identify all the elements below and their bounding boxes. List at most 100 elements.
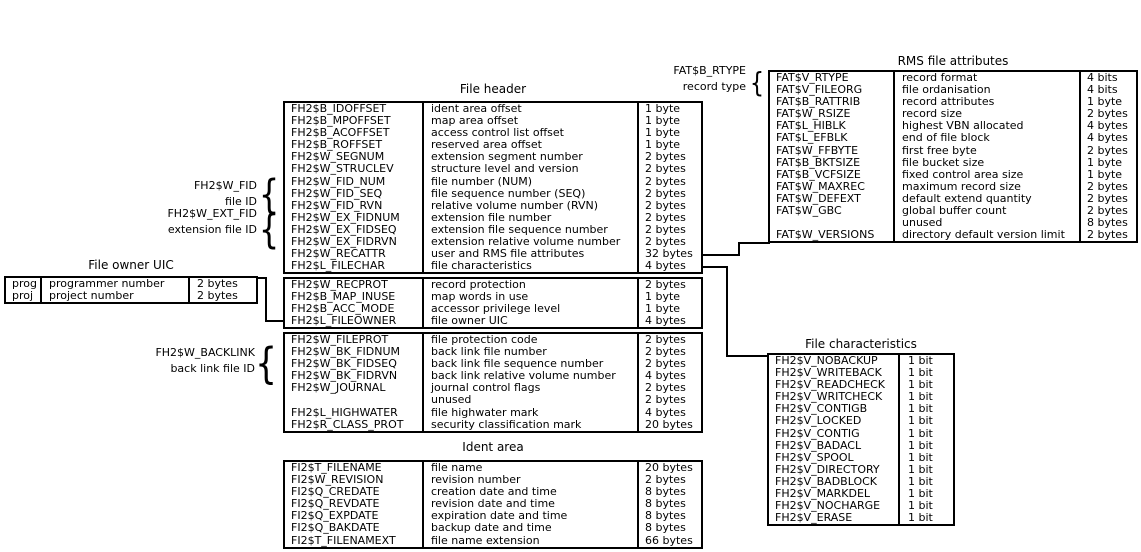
field-desc-cell: file characteristics	[424, 260, 639, 273]
field-desc-cell: unused	[895, 217, 1081, 230]
field-desc-cell: expiration date and time	[424, 510, 639, 523]
field-desc-cell: fixed control area size	[895, 168, 1081, 181]
field-name-cell: FI2$W_REVISION	[285, 474, 424, 487]
field-name-cell: FH2$B_IDOFFSET	[285, 103, 424, 116]
field-name-cell: FAT$W_RSIZE	[770, 108, 895, 121]
field-name-cell: FAT$L_HIBLK	[770, 120, 895, 133]
field-name-cell: FH2$W_FILEPROT	[285, 334, 424, 347]
field-tag-cell: prog	[6, 278, 42, 291]
field-desc-cell: file bucket size	[895, 156, 1081, 169]
field-desc-cell: structure level and version	[424, 163, 639, 176]
field-size-cell: 1 bit	[908, 403, 933, 416]
field-desc-cell: journal control flags	[424, 382, 639, 395]
field-size-cell: 32 bytes	[645, 248, 693, 261]
field-name-cell: FAT$W_GBC	[770, 205, 895, 218]
field-desc-cell: security classification mark	[424, 418, 639, 431]
field-name-cell: FH2$B_MPOFFSET	[285, 115, 424, 128]
fid-label-symbol: FH2$W_FID	[193, 179, 257, 192]
field-size-cell: 1 byte	[1087, 168, 1123, 181]
rtype-label-caption: record type	[682, 79, 746, 93]
field-size-cell: 4 bits	[1087, 84, 1118, 97]
field-size-cell: 2 bytes	[645, 151, 686, 164]
field-name-cell: FH2$L_HIGHWATER	[285, 406, 424, 419]
field-desc-cell: record attributes	[895, 96, 1081, 109]
field-name-cell: FH2$W_SEGNUM	[285, 151, 424, 164]
field-size-cell: 2 bytes	[1087, 180, 1128, 193]
field-desc-cell: reserved area offset	[424, 139, 639, 152]
field-name-cell: FH2$W_FID_NUM	[285, 175, 424, 188]
field-size-cell: 1 bit	[908, 451, 933, 464]
rtype-brace-icon: {	[749, 66, 765, 99]
field-size-cell: 1 bit	[908, 439, 933, 452]
ident-area-title: Ident area	[462, 440, 524, 454]
field-desc-cell: relative volume number (RVN)	[424, 199, 639, 212]
field-size-cell: 4 bytes	[645, 370, 686, 383]
field-desc-cell: accessor privilege level	[424, 303, 639, 316]
field-size-cell: 20 bytes	[645, 418, 693, 431]
field-name-cell: FAT$W_MAXREC	[770, 180, 895, 193]
field-desc-cell: file sequence number (SEQ)	[424, 187, 639, 200]
field-desc-cell: extension file number	[424, 211, 639, 224]
field-name-cell: FAT$B_RATTRIB	[770, 96, 895, 109]
field-size-cell: 20 bytes	[645, 462, 693, 474]
field-desc-cell: programmer number	[42, 278, 190, 291]
field-name-cell: FH2$V_NOCHARGE	[769, 500, 900, 513]
field-desc-cell: file highwater mark	[424, 406, 639, 419]
field-name-cell: FH2$V_CONTIG	[769, 427, 900, 440]
field-name-cell: FH2$L_FILEOWNER	[285, 315, 424, 328]
field-desc-cell: first free byte	[895, 144, 1081, 157]
field-name-cell: FI2$T_FILENAMEXT	[285, 534, 424, 547]
field-size-cell: 2 bytes	[645, 382, 686, 395]
field-size-cell: 1 bit	[908, 355, 933, 367]
field-size-cell: 2 bytes	[1087, 192, 1128, 205]
fid-label: FH2$W_FID file ID	[194, 178, 257, 209]
field-desc-cell: file name extension	[424, 534, 639, 547]
field-size-cell: 8 bytes	[645, 498, 686, 511]
field-desc-cell: end of file block	[895, 132, 1081, 145]
field-desc-cell: back link file sequence number	[424, 358, 639, 371]
field-size-cell: 2 bytes	[645, 163, 686, 176]
field-name-cell: FI2$Q_CREDATE	[285, 486, 424, 499]
field-desc-cell: creation date and time	[424, 486, 639, 499]
field-size-cell: 2 bytes	[645, 358, 686, 371]
field-size-cell: 1 bit	[908, 475, 933, 488]
file-owner-uic-title: File owner UIC	[88, 258, 174, 272]
field-name-cell: FH2$W_RECPROT	[285, 279, 424, 292]
field-desc-cell: file number (NUM)	[424, 175, 639, 188]
field-size-cell: 4 bytes	[645, 315, 686, 328]
field-name-cell: FH2$W_BK_FIDRVN	[285, 370, 424, 383]
field-size-cell: 1 byte	[645, 139, 681, 152]
field-size-cell: 4 bytes	[1087, 120, 1128, 133]
field-size-cell: 2 bytes	[645, 187, 686, 200]
field-name-cell: FAT$W_VERSIONS	[770, 229, 895, 242]
field-desc-cell: revision date and time	[424, 498, 639, 511]
field-name-cell: FH2$W_EX_FIDNUM	[285, 211, 424, 224]
field-name-cell: FI2$Q_REVDATE	[285, 498, 424, 511]
ext-fid-label-caption: extension file ID	[167, 222, 257, 236]
field-desc-cell: access control list offset	[424, 127, 639, 140]
field-desc-cell: directory default version limit	[895, 229, 1081, 242]
field-name-cell: FH2$W_BK_FIDNUM	[285, 346, 424, 359]
